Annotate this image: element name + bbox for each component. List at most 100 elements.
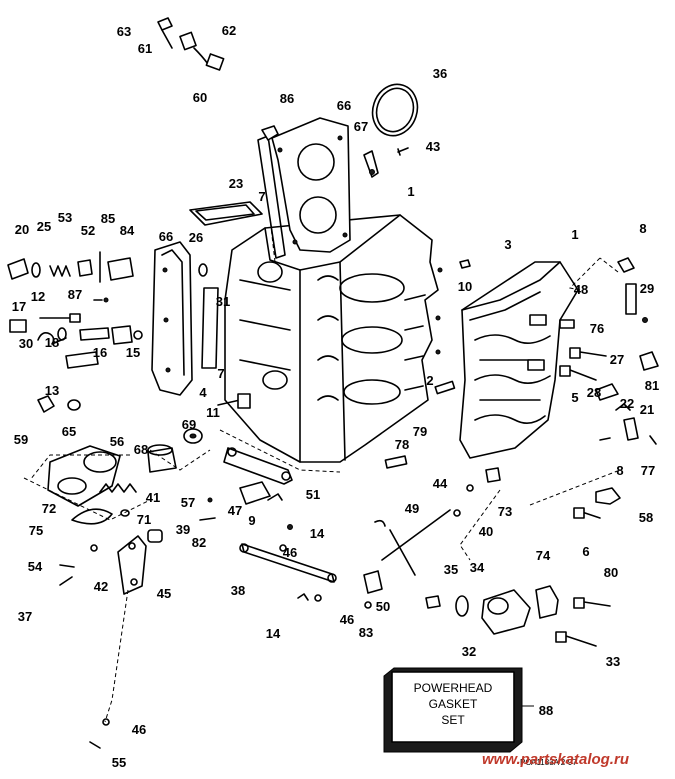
callout-7: 7: [258, 189, 265, 204]
gasket-box-line-3: SET: [441, 713, 465, 727]
callout-26: 26: [189, 230, 203, 245]
callout-88: 88: [539, 703, 553, 718]
callout-86: 86: [280, 91, 294, 106]
callout-1: 1: [571, 227, 578, 242]
screw-43: [397, 147, 409, 156]
callout-50: 50: [376, 599, 390, 614]
sensor-group: [9, 313, 143, 369]
callout-23: 23: [229, 176, 243, 191]
callout-60: 60: [193, 90, 207, 105]
callout-65: 65: [62, 424, 76, 439]
bracket-67: [363, 150, 379, 178]
callout-42: 42: [94, 579, 108, 594]
callout-14: 14: [266, 626, 281, 641]
callout-38: 38: [231, 583, 245, 598]
callout-17: 17: [12, 299, 26, 314]
hose: [201, 287, 219, 369]
callout-45: 45: [157, 586, 171, 601]
callout-15: 15: [126, 345, 140, 360]
callout-28: 28: [587, 385, 601, 400]
callout-62: 62: [222, 23, 236, 38]
callout-83: 83: [359, 625, 373, 640]
callout-52: 52: [81, 223, 95, 238]
callout-77: 77: [641, 463, 655, 478]
callout-48: 48: [574, 282, 588, 297]
rod-49: [389, 529, 416, 576]
spring-41: [99, 483, 137, 493]
callout-68: 68: [134, 442, 148, 457]
watermark: www.partskatalog.ru: [482, 751, 629, 768]
callout-53: 53: [58, 210, 72, 225]
callout-10: 10: [458, 279, 472, 294]
callout-8: 8: [639, 221, 646, 236]
bushing-74: [535, 585, 559, 619]
callout-55: 55: [112, 755, 126, 770]
washer-69: [183, 428, 203, 444]
callout-7: 7: [217, 366, 224, 381]
callout-54: 54: [28, 559, 43, 574]
callout-82: 82: [192, 535, 206, 550]
bolt-33: [555, 631, 597, 647]
small-bits-left: [37, 395, 81, 413]
bolt-4: [217, 393, 251, 409]
callout-59: 59: [14, 432, 28, 447]
callout-47: 47: [228, 503, 242, 518]
callout-76: 76: [590, 321, 604, 336]
callout-43: 43: [426, 139, 440, 154]
figure-code: PCA1183A 2-97: [520, 758, 577, 767]
callout-81: 81: [645, 378, 659, 393]
callout-31: 31: [216, 294, 230, 309]
callout-22: 22: [620, 396, 634, 411]
rod-50: [381, 509, 451, 561]
callout-18: 18: [45, 335, 59, 350]
callout-8: 8: [616, 463, 623, 478]
callout-58: 58: [639, 510, 653, 525]
callout-20: 20: [15, 222, 29, 237]
callout-29: 29: [640, 281, 654, 296]
callout-41: 41: [146, 490, 160, 505]
throttle-linkage: [199, 447, 293, 530]
bracket-58: [595, 487, 621, 505]
callout-72: 72: [42, 501, 56, 516]
callout-11: 11: [206, 405, 220, 420]
bushing-82: [147, 529, 163, 543]
callout-46: 46: [132, 722, 146, 737]
callout-75: 75: [29, 523, 43, 538]
right-small-parts: [559, 257, 659, 445]
callout-44: 44: [433, 476, 448, 491]
callout-2: 2: [426, 373, 433, 388]
callout-46: 46: [283, 545, 297, 560]
crankcase: [459, 261, 579, 459]
callout-34: 34: [470, 560, 485, 575]
callout-51: 51: [306, 487, 320, 502]
callout-21: 21: [640, 402, 654, 417]
top-connector: [157, 17, 225, 71]
callout-73: 73: [498, 504, 512, 519]
gasket-box-line-1: POWERHEAD: [414, 681, 493, 695]
cap-68: [147, 444, 177, 473]
callout-87: 87: [68, 287, 82, 302]
pin-78: [384, 455, 408, 469]
callout-3: 3: [504, 237, 511, 252]
callout-36: 36: [433, 66, 447, 81]
gasket-set-box: POWERHEAD GASKET SET: [383, 667, 534, 753]
link-rod: [239, 543, 337, 583]
cover-plate: [189, 201, 263, 226]
callout-57: 57: [181, 495, 195, 510]
strap-75: [71, 508, 113, 525]
fuel-elbow: [47, 445, 121, 507]
callout-79: 79: [413, 424, 427, 439]
o-ring: [371, 83, 419, 137]
callout-32: 32: [462, 644, 476, 659]
callout-49: 49: [405, 501, 419, 516]
callout-13: 13: [45, 383, 59, 398]
callout-30: 30: [19, 336, 33, 351]
callout-46: 46: [340, 612, 354, 627]
callout-4: 4: [199, 385, 207, 400]
callout-66: 66: [337, 98, 351, 113]
callout-35: 35: [444, 562, 458, 577]
callout-74: 74: [536, 548, 551, 563]
reference-lines: [23, 217, 621, 723]
